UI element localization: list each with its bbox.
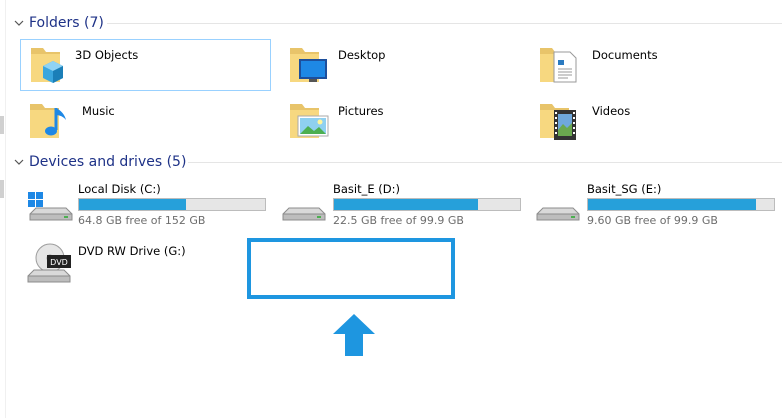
- annotation-highlight-box: [247, 238, 455, 299]
- drive-usage-bar: [587, 198, 775, 211]
- drive-free-space: 22.5 GB free of 99.9 GB: [333, 214, 464, 227]
- drive-free-space: 9.60 GB free of 99.9 GB: [587, 214, 718, 227]
- drive-usage-bar: [333, 198, 521, 211]
- dvd-badge: DVD: [50, 258, 68, 267]
- group-header-devices[interactable]: Devices and drives (5): [12, 152, 782, 172]
- drive-basit-e-d[interactable]: Basit_E (D:) 22.5 GB free of 99.9 GB: [281, 180, 526, 228]
- folder-tile-videos[interactable]: Videos: [538, 96, 778, 146]
- folder-documents-icon: [538, 40, 586, 88]
- folder-tile-music[interactable]: Music: [28, 96, 268, 146]
- hard-drive-icon: [535, 180, 583, 228]
- navigation-pane-edge: [0, 0, 6, 418]
- group-title: Devices and drives (5): [29, 154, 187, 170]
- drive-name: Local Disk (C:): [78, 182, 161, 196]
- folder-name: Pictures: [338, 104, 384, 118]
- folder-tile-documents[interactable]: Documents: [538, 40, 778, 90]
- folder-name: Desktop: [338, 48, 386, 62]
- drive-usage-bar: [78, 198, 266, 211]
- chevron-down-icon: [12, 155, 26, 169]
- windows-drive-icon: [26, 180, 74, 228]
- nav-scroll-mark: [0, 180, 4, 198]
- folder-videos-icon: [538, 96, 586, 144]
- drive-usage-fill: [334, 199, 479, 210]
- drive-basit-sg-e[interactable]: Basit_SG (E:) 9.60 GB free of 99.9 GB: [535, 180, 780, 228]
- folder-name: 3D Objects: [75, 48, 139, 62]
- drive-usage-fill: [588, 199, 757, 210]
- nav-scroll-mark: [0, 116, 4, 134]
- folder-desktop-icon: [284, 40, 332, 88]
- folder-tile-3d-objects[interactable]: 3D Objects: [20, 39, 271, 91]
- drive-usage-fill: [79, 199, 186, 210]
- folder-music-icon: [28, 96, 76, 144]
- hard-drive-icon: [281, 180, 329, 228]
- drive-free-space: 64.8 GB free of 152 GB: [78, 214, 206, 227]
- up-arrow-icon: [333, 314, 375, 356]
- folder-tile-pictures[interactable]: Pictures: [284, 96, 524, 146]
- folder-name: Documents: [592, 48, 658, 62]
- drive-name: DVD RW Drive (G:): [78, 244, 186, 258]
- drive-name: Basit_E (D:): [333, 182, 401, 196]
- dvd-drive-icon: DVD: [26, 242, 74, 290]
- drive-local-disk-c[interactable]: Local Disk (C:) 64.8 GB free of 152 GB: [26, 180, 271, 228]
- folder-tile-desktop[interactable]: Desktop: [284, 40, 524, 90]
- drive-name: Basit_SG (E:): [587, 182, 662, 196]
- folder-name: Music: [82, 104, 115, 118]
- group-title: Folders (7): [29, 15, 104, 31]
- folder-3d-objects-icon: [21, 40, 69, 88]
- folder-name: Videos: [592, 104, 631, 118]
- group-header-folders[interactable]: Folders (7): [12, 13, 782, 33]
- group-divider: [188, 162, 782, 163]
- chevron-down-icon: [12, 16, 26, 30]
- group-divider: [107, 23, 782, 24]
- folder-pictures-icon: [284, 96, 332, 144]
- drive-dvd-rw-g[interactable]: DVD DVD RW Drive (G:): [26, 242, 246, 290]
